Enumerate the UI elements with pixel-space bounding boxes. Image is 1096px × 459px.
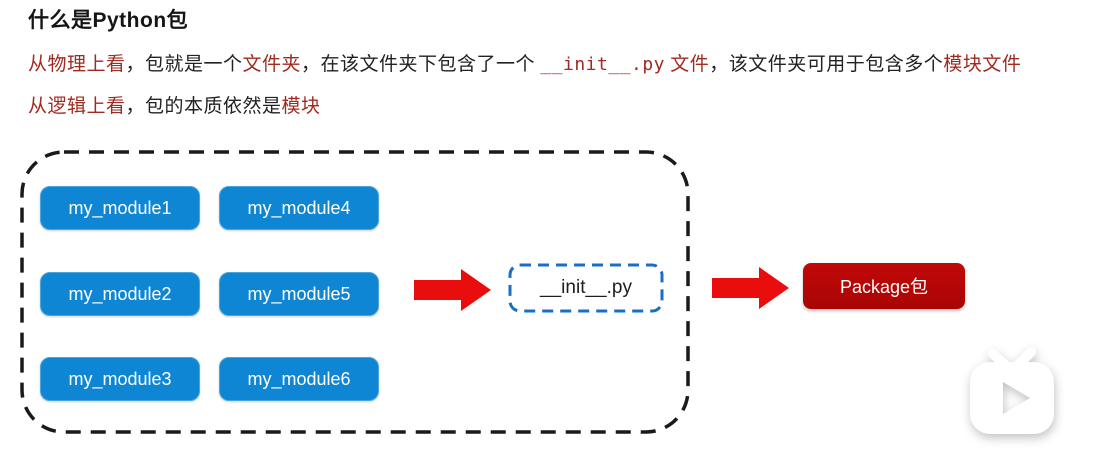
- init-file-dashed-border: [508, 263, 664, 313]
- term-file: 文件: [665, 54, 710, 75]
- text-segment: ，该文件夹可用于包含多个: [709, 54, 944, 75]
- module-label: my_module5: [247, 283, 351, 304]
- module-box-1: my_module1: [40, 186, 200, 230]
- arrow-right-icon-1: [414, 269, 491, 311]
- term-module: 模块: [281, 96, 321, 117]
- term-physical-view: 从物理上看: [28, 54, 126, 75]
- module-label: my_module6: [247, 368, 351, 389]
- intro-line-2: 从逻辑上看，包的本质依然是模块: [28, 94, 321, 120]
- module-box-6: my_module6: [219, 357, 379, 401]
- term-init-file-code: __init__.py: [540, 54, 666, 75]
- text-segment: ，包就是一个: [125, 54, 243, 75]
- term-logical-view: 从逻辑上看: [28, 96, 126, 117]
- term-folder: 文件夹: [242, 54, 302, 75]
- arrow-right-icon-2: [712, 267, 789, 309]
- page-title: 什么是Python包: [28, 9, 189, 32]
- module-box-4: my_module4: [219, 186, 379, 230]
- module-box-5: my_module5: [219, 272, 379, 316]
- intro-line-1: 从物理上看，包就是一个文件夹，在该文件夹下包含了一个 __init__.py 文…: [28, 52, 1021, 78]
- module-label: my_module1: [68, 197, 172, 218]
- package-label: Package包: [839, 277, 929, 297]
- module-box-3: my_module3: [40, 357, 200, 401]
- package-folder-outline: [20, 150, 690, 434]
- module-label: my_module2: [68, 283, 172, 304]
- module-label: my_module4: [247, 197, 351, 218]
- term-module-files: 模块文件: [943, 54, 1022, 75]
- module-label: my_module3: [68, 368, 172, 389]
- init-file-label: __init__.py: [540, 277, 632, 298]
- module-box-2: my_module2: [40, 272, 200, 316]
- bilibili-tv-play-icon: [970, 347, 1054, 434]
- package-box: Package包: [803, 263, 965, 309]
- init-file-box: __init__.py: [508, 263, 664, 313]
- text-segment: ，在该文件夹下包含了一个: [301, 54, 541, 75]
- text-segment: ，包的本质依然是: [125, 96, 282, 117]
